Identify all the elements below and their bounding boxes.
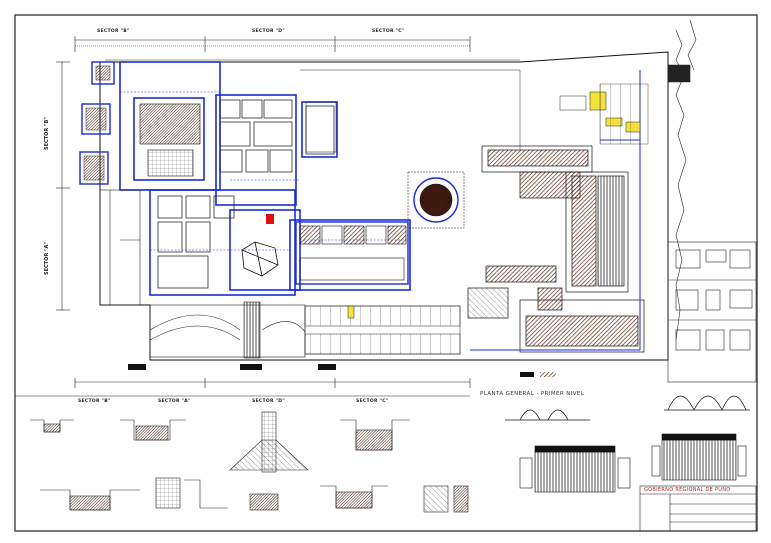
north-road	[300, 69, 521, 153]
arch-elevation	[505, 395, 750, 421]
elevation-grids	[519, 433, 747, 493]
interior-rooms	[157, 99, 335, 289]
plaza	[149, 301, 306, 359]
west-strip	[99, 189, 141, 306]
sector-label-top-b: SECTOR "B"	[97, 29, 130, 34]
sector-label-left-a: SECTOR "A"	[44, 241, 50, 275]
detail-label-b: SECTOR "B"	[78, 399, 111, 404]
sector-label-left-b: SECTOR "B"	[44, 117, 50, 150]
sector-label-top-c: SECTOR "C"	[372, 29, 405, 34]
bottom-dimension-line	[74, 378, 471, 388]
east-building	[467, 145, 645, 353]
section-details	[15, 395, 470, 513]
parking-lot	[304, 305, 461, 355]
sector-c-wing	[295, 221, 409, 285]
title-block	[639, 485, 757, 532]
main-building-walls	[119, 61, 411, 296]
main-building-core	[139, 103, 201, 177]
left-dimension-lines	[56, 61, 70, 311]
top-dimension-lines	[74, 36, 471, 52]
detail-label-c: SECTOR "C"	[356, 399, 389, 404]
detail-panel-right	[667, 241, 757, 383]
central-stair	[241, 241, 279, 277]
sheet-border	[14, 14, 758, 532]
sector-label-top-d: SECTOR "D"	[252, 29, 285, 34]
terrain-edge	[667, 19, 697, 341]
entrance-markers	[128, 364, 556, 377]
sector-c-rooms	[299, 225, 407, 281]
red-marker	[266, 214, 274, 224]
octagon-hall	[407, 171, 465, 229]
detail-label-a: SECTOR "A"	[158, 399, 191, 404]
title-block-text: GOBIERNO REGIONAL DE PUNO	[644, 487, 731, 493]
ne-parking	[559, 83, 649, 145]
detail-label-d: SECTOR "D"	[252, 399, 285, 404]
sector-b-blocks	[79, 61, 115, 185]
plan-title: PLANTA GENERAL - PRIMER NIVEL	[480, 391, 585, 397]
